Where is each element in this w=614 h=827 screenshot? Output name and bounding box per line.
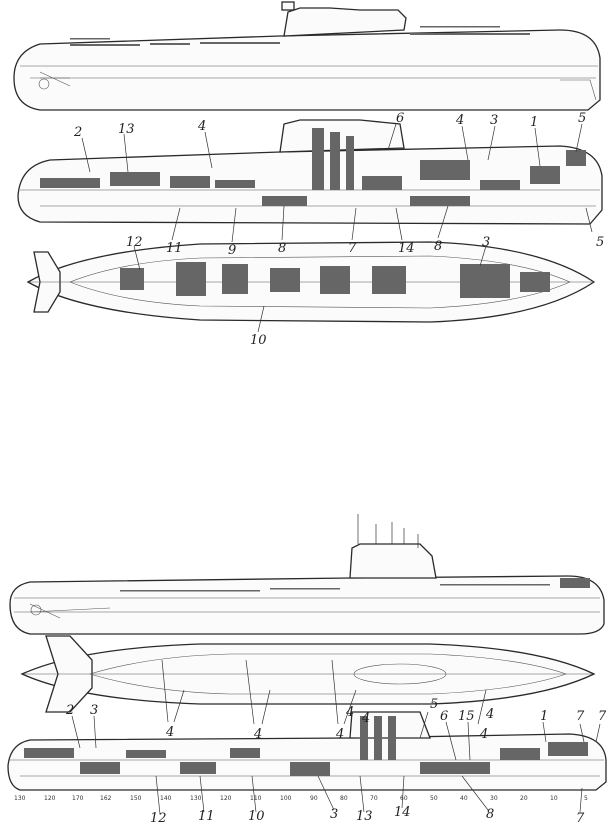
callout-label: 11 <box>166 241 183 256</box>
callout-label: 5 <box>578 111 586 126</box>
sub1-plan-callouts: 12 3 10 <box>126 235 490 348</box>
frame-tick: 140 <box>160 795 172 802</box>
frame-tick: 150 <box>130 795 142 802</box>
sub1-deck-vents <box>70 26 530 46</box>
frame-tick: 170 <box>72 795 84 802</box>
callout-label: 1 <box>530 115 538 130</box>
frame-tick: 30 <box>490 795 498 802</box>
sub1-top-callouts: 2 13 4 6 4 3 1 5 5 <box>73 111 604 250</box>
callout-label: 4 <box>335 727 344 742</box>
callout-label: 4 <box>455 113 464 128</box>
callout-label: 2 <box>65 703 74 718</box>
callout-label: 11 <box>198 809 215 824</box>
frame-tick: 130 <box>14 795 26 802</box>
frame-tick: 60 <box>400 795 408 802</box>
callout-label: 4 <box>345 705 354 720</box>
callout-label: 13 <box>356 809 373 824</box>
frame-tick: 10 <box>550 795 558 802</box>
callout-label: 4 <box>253 727 262 742</box>
callout-label: 7 <box>598 709 607 724</box>
sub2-external-profile <box>9 514 605 635</box>
frame-tick: 80 <box>340 795 348 802</box>
callout-label: 4 <box>165 725 174 740</box>
frame-tick: 120 <box>44 795 56 802</box>
sub2-plan-leaders <box>161 659 487 725</box>
callout-label: 7 <box>348 241 357 256</box>
sub1-plan-equipment <box>120 262 550 298</box>
sub2-sail <box>349 543 437 579</box>
sub2-frame-ticks: 130 120 170 162 150 140 130 120 110 100 … <box>14 795 588 802</box>
sub2-plan-callouts: 4 4 4 4 <box>165 725 488 742</box>
sub2-bottom-callouts: 12 11 10 3 13 14 8 7 <box>150 805 585 826</box>
sub2-cutaway-leaders <box>71 711 601 815</box>
callout-label: 3 <box>330 807 338 822</box>
callout-label: 3 <box>482 235 490 250</box>
sub1-compartments <box>40 128 586 206</box>
sub2-masts <box>357 514 419 548</box>
sub1-sail-mast <box>281 1 295 11</box>
callout-label: 15 <box>458 709 475 724</box>
frame-tick: 5 <box>584 795 588 802</box>
callout-label: 13 <box>118 122 135 137</box>
frame-tick: 100 <box>280 795 292 802</box>
sub1-plan-view <box>26 241 596 333</box>
callout-label: 7 <box>576 709 585 724</box>
callout-label: 4 <box>361 711 370 726</box>
callout-label: 8 <box>486 807 494 822</box>
callout-label: 10 <box>250 333 267 348</box>
sub2-cutaway-profile <box>7 711 607 815</box>
callout-label: 4 <box>197 119 206 134</box>
sub1-leaders <box>81 123 593 243</box>
frame-tick: 90 <box>310 795 318 802</box>
callout-label: 4 <box>479 727 488 742</box>
callout-label: 14 <box>398 241 415 256</box>
frame-tick: 70 <box>370 795 378 802</box>
sub1-cutaway-sail <box>279 119 405 153</box>
frame-tick: 120 <box>220 795 232 802</box>
callout-label: 3 <box>490 113 498 128</box>
sub1-sail <box>283 7 407 37</box>
sub2-sail-outline <box>353 663 447 685</box>
sub1-plan-leaders <box>133 245 487 333</box>
sub1-external-profile <box>13 1 601 111</box>
callout-label: 8 <box>278 241 286 256</box>
frame-tick: 110 <box>250 795 262 802</box>
sub2-propeller-icon <box>30 604 42 616</box>
frame-tick: 130 <box>190 795 202 802</box>
callout-label: 6 <box>396 111 404 126</box>
frame-tick: 50 <box>430 795 438 802</box>
callout-label: 6 <box>440 709 448 724</box>
callout-label: 5 <box>596 235 604 250</box>
callout-label: 12 <box>150 811 167 826</box>
callout-label: 3 <box>90 703 98 718</box>
sub2-profile-callouts: 2 3 4 4 5 6 15 4 1 7 7 <box>65 697 607 726</box>
sub1-bottom-callouts: 11 9 8 7 14 8 <box>166 239 442 258</box>
sub2-plan-view <box>20 635 596 725</box>
callout-label: 1 <box>540 709 548 724</box>
sub1-propeller-icon <box>38 78 50 90</box>
callout-label: 9 <box>228 243 236 258</box>
frame-tick: 40 <box>460 795 468 802</box>
callout-label: 5 <box>430 697 438 712</box>
callout-label: 12 <box>126 235 143 250</box>
sub1-cutaway-profile <box>17 119 603 243</box>
callout-label: 7 <box>576 811 585 826</box>
callout-label: 4 <box>485 707 494 722</box>
callout-label: 14 <box>394 805 411 820</box>
callout-label: 2 <box>73 125 82 140</box>
sub2-compartments <box>24 716 588 776</box>
frame-tick: 20 <box>520 795 528 802</box>
sub1-profile-hull <box>13 29 601 111</box>
callout-label: 10 <box>248 809 265 824</box>
callout-label: 8 <box>434 239 442 254</box>
sub2-deck-vents <box>120 578 590 592</box>
frame-tick: 162 <box>100 795 112 802</box>
